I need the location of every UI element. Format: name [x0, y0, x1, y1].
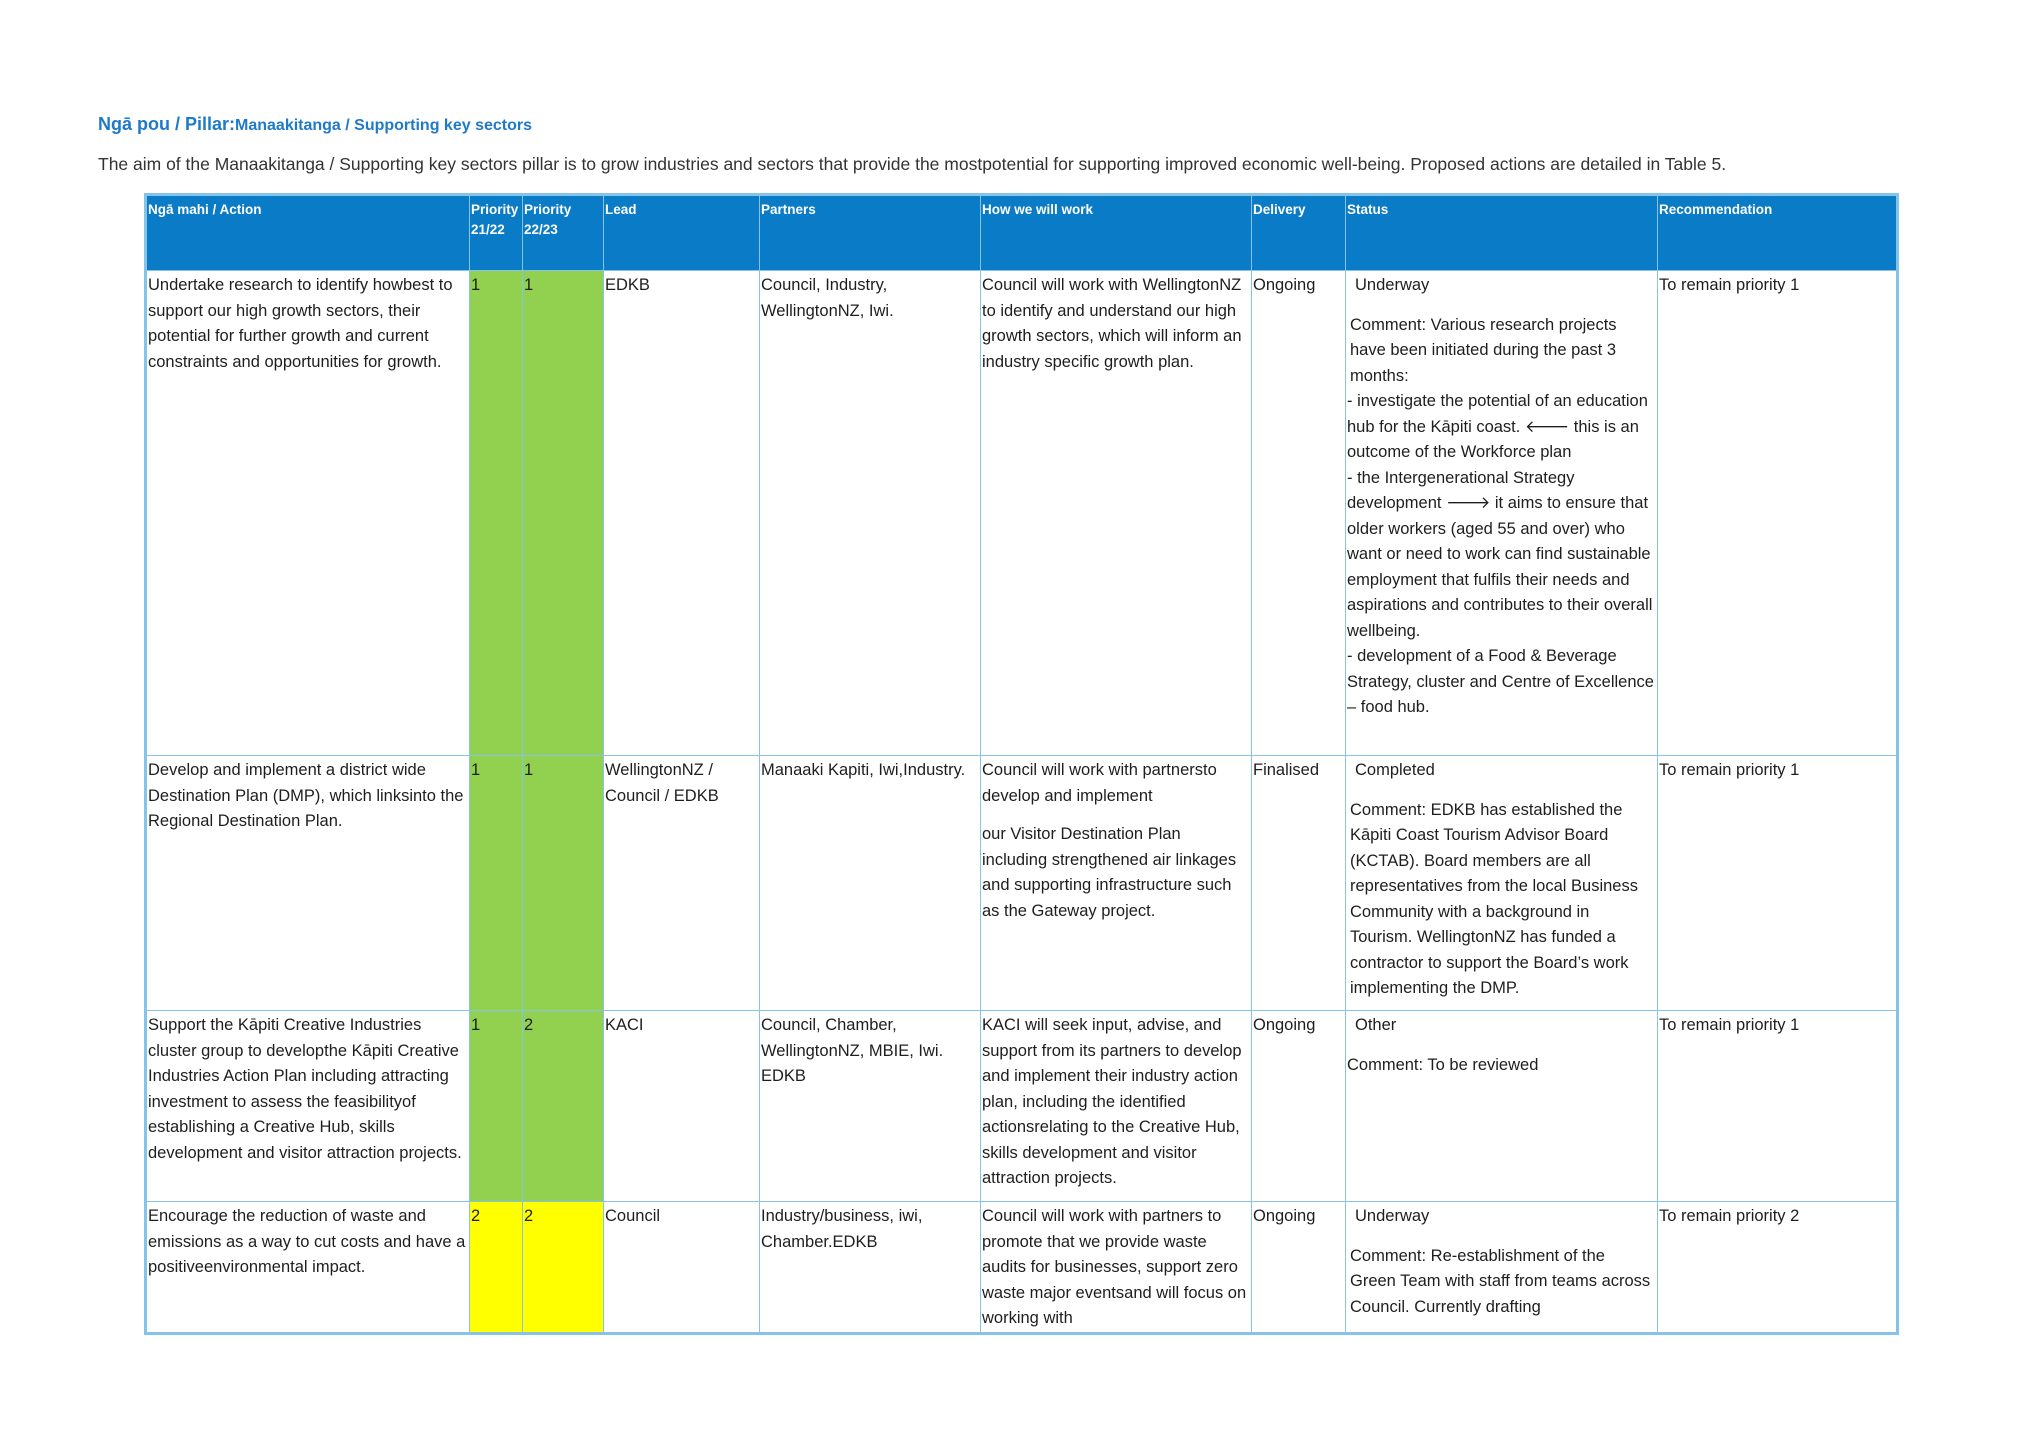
cell-priority-2223: 1: [522, 755, 604, 1011]
cell-status: Underway Comment: Re-establishment of th…: [1345, 1201, 1658, 1334]
cell-status: Completed Comment: EDKB has established …: [1345, 755, 1658, 1011]
header-recommendation: Recommendation: [1657, 194, 1898, 271]
cell-lead: EDKB: [603, 270, 760, 756]
cell-partners: Council, Industry, WellingtonNZ, Iwi.: [759, 270, 981, 756]
status-comment-continued: - investigate the potential of an educat…: [1347, 389, 1655, 721]
cell-priority-2122: 1: [469, 755, 523, 1011]
cell-partners: Industry/business, iwi, Chamber.EDKB: [759, 1201, 981, 1334]
comment-line: Comment: Various research projects have …: [1350, 315, 1617, 385]
intro-paragraph: The aim of the Manaakitanga / Supporting…: [98, 154, 1727, 174]
header-how: How we will work: [980, 194, 1252, 271]
cell-action: Encourage the reduction of waste and emi…: [145, 1201, 470, 1334]
table-row: Support the Kāpiti Creative Industries c…: [145, 1010, 1898, 1202]
pillar-heading-prefix: Ngā pou / Pillar:: [98, 114, 236, 134]
status-label: Other: [1355, 1016, 1397, 1034]
header-lead: Lead: [603, 194, 760, 271]
status-label: Underway: [1355, 276, 1430, 294]
how-text: Council will work with partnersto develo…: [982, 761, 1217, 805]
cell-priority-2122: 1: [469, 1010, 523, 1202]
cell-action: Develop and implement a district wide De…: [145, 755, 470, 1011]
cell-status: Other Comment: To be reviewed: [1345, 1010, 1658, 1202]
status-comment: Comment: To be reviewed: [1347, 1053, 1655, 1079]
cell-action: Support the Kāpiti Creative Industries c…: [145, 1010, 470, 1202]
status-label: Underway: [1355, 1207, 1430, 1225]
pillar-heading-name: Manaakitanga / Supporting key sectors: [235, 117, 532, 134]
cell-priority-2122: 1: [469, 270, 523, 756]
comment-line: Comment: EDKB has established the Kāpiti…: [1350, 800, 1638, 998]
status-comment: Comment: Various research projects have …: [1347, 313, 1655, 390]
cell-priority-2223: 2: [522, 1201, 604, 1334]
cell-partners: Manaaki Kapiti, Iwi,Industry.: [759, 755, 981, 1011]
table-row: Develop and implement a district wide De…: [145, 755, 1898, 1011]
cell-delivery: Ongoing: [1251, 270, 1346, 756]
cell-how: Council will work with partnersto develo…: [980, 755, 1252, 1011]
comment-line: Comment: To be reviewed: [1347, 1055, 1539, 1074]
cell-priority-2122: 2: [469, 1201, 523, 1334]
cell-recommendation: To remain priority 1: [1657, 1010, 1898, 1202]
cell-how: Council will work with partners to promo…: [980, 1201, 1252, 1334]
status-comment: Comment: Re-establishment of the Green T…: [1347, 1244, 1655, 1321]
status-comment: Comment: EDKB has established the Kāpiti…: [1347, 798, 1655, 1002]
table-row: Encourage the reduction of waste and emi…: [145, 1201, 1898, 1334]
cell-recommendation: To remain priority 1: [1657, 270, 1898, 756]
cell-lead: KACI: [603, 1010, 760, 1202]
cell-partners: Council, Chamber, WellingtonNZ, MBIE, Iw…: [759, 1010, 981, 1202]
cell-lead: WellingtonNZ / Council / EDKB: [603, 755, 760, 1011]
cell-delivery: Ongoing: [1251, 1010, 1346, 1202]
cell-status: Underway Comment: Various research proje…: [1345, 270, 1658, 756]
comment-line: - development of a Food & Beverage Strat…: [1347, 647, 1654, 716]
cell-priority-2223: 1: [522, 270, 604, 756]
pillar-heading: Ngā pou / Pillar:Manaakitanga / Supporti…: [98, 114, 532, 135]
cell-how: KACI will seek input, advise, and suppor…: [980, 1010, 1252, 1202]
header-partners: Partners: [759, 194, 981, 271]
header-action: Ngā mahi / Action: [145, 194, 470, 271]
cell-delivery: Ongoing: [1251, 1201, 1346, 1334]
header-delivery: Delivery: [1251, 194, 1346, 271]
cell-recommendation: To remain priority 2: [1657, 1201, 1898, 1334]
comment-line: - the Intergenerational Strategy develop…: [1347, 468, 1653, 640]
status-label: Completed: [1355, 761, 1435, 779]
cell-lead: Council: [603, 1201, 760, 1334]
cell-how: Council will work with WellingtonNZ to i…: [980, 270, 1252, 756]
table-row: Undertake research to identify howbest t…: [145, 270, 1898, 756]
comment-line: - investigate the potential of an educat…: [1347, 392, 1648, 461]
cell-delivery: Finalised: [1251, 755, 1346, 1011]
comment-line: Comment: Re-establishment of the Green T…: [1350, 1246, 1651, 1316]
how-text-continued: our Visitor Destination Plan including s…: [982, 825, 1237, 920]
cell-recommendation: To remain priority 1: [1657, 755, 1898, 1011]
cell-action: Undertake research to identify howbest t…: [145, 270, 470, 756]
cell-priority-2223: 2: [522, 1010, 604, 1202]
header-status: Status: [1345, 194, 1658, 271]
